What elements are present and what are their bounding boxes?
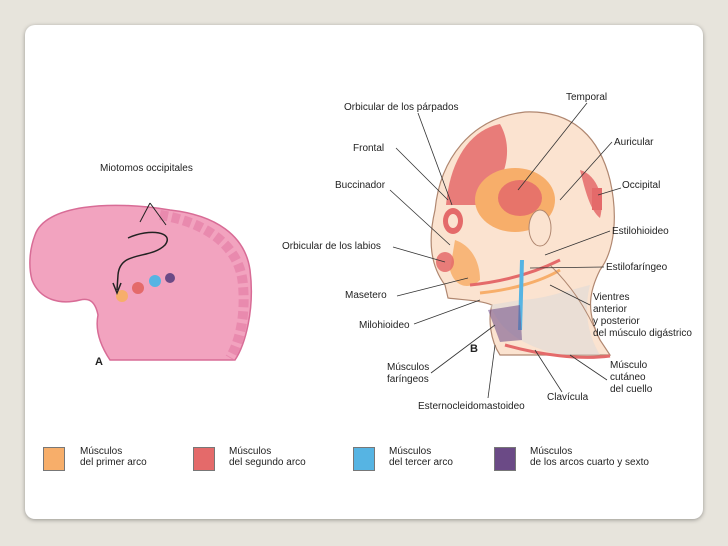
head-drawing [430, 111, 615, 359]
label-auricular: Auricular [614, 137, 654, 148]
label-vientres-2: anterior [593, 304, 627, 315]
embryo-drawing [29, 202, 253, 361]
legend-swatch [193, 447, 215, 471]
label-clavicula: Clavícula [547, 392, 589, 403]
label-temporal: Temporal [566, 92, 608, 103]
label-vientres-1: Vientres [593, 292, 630, 303]
label-frontal: Frontal [353, 143, 385, 154]
legend-line-1: Músculos [389, 446, 432, 457]
label-occipital: Occipital [622, 180, 661, 191]
legend-line-1: Músculos [229, 446, 272, 457]
legend-line-1: Músculos [530, 446, 573, 457]
label-musculo-cutaneo-1: Músculo [610, 360, 648, 371]
legend-line-2: del tercer arco [389, 457, 453, 468]
legend-line-2: de los arcos cuarto y sexto [530, 457, 649, 468]
label-musculos-faringeos-1: Músculos [387, 362, 430, 373]
label-musculos-faringeos-2: faríngeos [387, 374, 429, 385]
label-miotomos-occipitales: Miotomos occipitales [100, 163, 193, 174]
legend-label: Músculos del tercer arco [389, 446, 519, 468]
legend-line-2: del segundo arco [229, 457, 306, 468]
legend-label: Músculos de los arcos cuarto y sexto [530, 446, 690, 468]
label-milohioideo: Milohioideo [359, 320, 410, 331]
panel-a-letter: A [95, 356, 103, 368]
label-orbicular-labios: Orbicular de los labios [282, 241, 381, 252]
legend-label: Músculos del primer arco [80, 446, 210, 468]
leader-lines [389, 102, 622, 399]
legend-swatch [353, 447, 375, 471]
legend-swatch [494, 447, 516, 471]
label-estilohioideo: Estilohioideo [612, 226, 669, 237]
label-buccinador: Buccinador [335, 180, 386, 191]
label-esternocleidomastoideo: Esternocleidomastoideo [418, 401, 525, 412]
label-musculo-cutaneo-3: del cuello [610, 384, 653, 395]
label-musculo-cutaneo-2: cutáneo [610, 372, 646, 383]
label-masetero: Masetero [345, 290, 387, 301]
legend-line-2: del primer arco [80, 457, 147, 468]
label-vientres-3: y posterior [593, 316, 640, 327]
panel-b-letter: B [470, 343, 478, 355]
legend-label: Músculos del segundo arco [229, 446, 359, 468]
label-vientres-4: del músculo digástrico [593, 328, 692, 339]
legend-swatch [43, 447, 65, 471]
label-estilofaringeo: Estilofaríngeo [606, 262, 668, 273]
legend-line-1: Músculos [80, 446, 123, 457]
label-orbicular-parpados: Orbicular de los párpados [344, 102, 459, 113]
